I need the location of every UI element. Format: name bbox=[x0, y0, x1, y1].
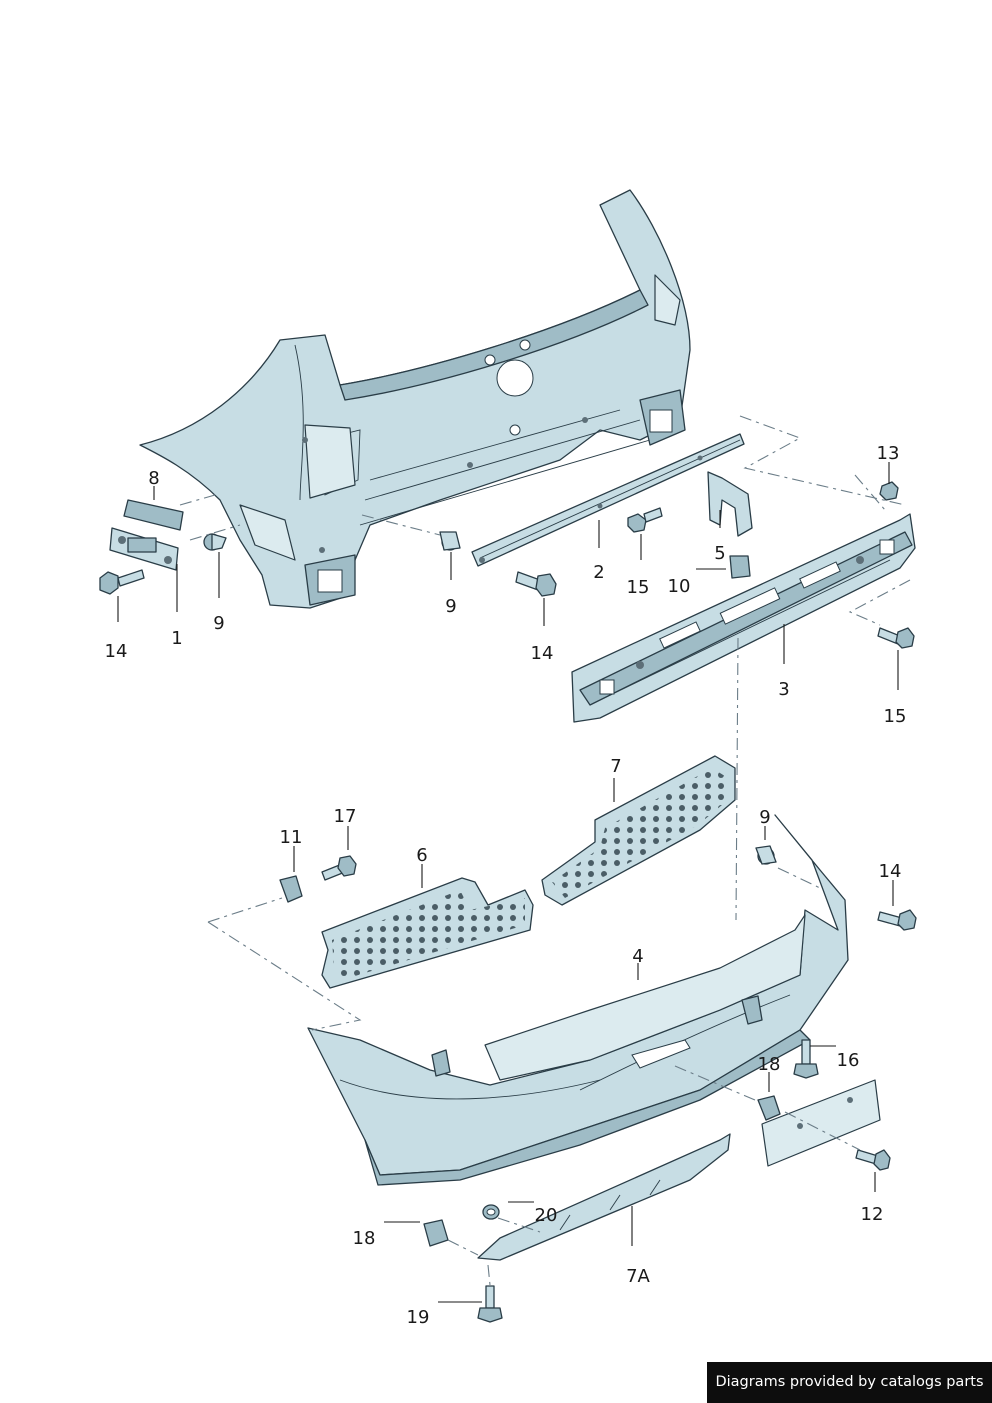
screw-17 bbox=[321, 855, 357, 881]
energy-absorber-right bbox=[541, 755, 736, 906]
clip-9-left bbox=[203, 533, 227, 551]
callout-7a: 7A bbox=[626, 1266, 650, 1287]
callout-16: 16 bbox=[837, 1050, 860, 1071]
callout-14: 14 bbox=[879, 861, 902, 882]
clip-9-center bbox=[439, 531, 461, 551]
callout-9: 9 bbox=[759, 807, 770, 828]
callout-9: 9 bbox=[213, 613, 224, 634]
energy-absorber-left bbox=[321, 877, 534, 989]
impact-bar bbox=[571, 513, 916, 723]
leader-lines bbox=[117, 462, 899, 1303]
screw-19 bbox=[477, 1285, 503, 1323]
rear-body-panel bbox=[139, 189, 691, 609]
callout-7: 7 bbox=[610, 756, 621, 777]
clip-18-lower bbox=[423, 1219, 449, 1247]
clip-18-upper bbox=[757, 1095, 781, 1121]
bracket-5 bbox=[707, 471, 753, 537]
bolt-14-left bbox=[99, 569, 145, 595]
callout-18: 18 bbox=[353, 1228, 376, 1249]
callout-3: 3 bbox=[778, 679, 789, 700]
screw-16 bbox=[793, 1039, 819, 1079]
callout-8: 8 bbox=[148, 468, 159, 489]
nut-13 bbox=[879, 481, 899, 501]
callout-15: 15 bbox=[627, 577, 650, 598]
callout-19: 19 bbox=[407, 1307, 430, 1328]
screw-12 bbox=[855, 1149, 891, 1171]
callout-2: 2 bbox=[593, 562, 604, 583]
lower-trim-panel bbox=[477, 1133, 731, 1261]
credit-banner: Diagrams provided by catalogs parts bbox=[707, 1362, 992, 1403]
callout-13: 13 bbox=[877, 443, 900, 464]
callout-5: 5 bbox=[714, 543, 725, 564]
callout-10: 10 bbox=[668, 576, 691, 597]
seal-strip bbox=[471, 433, 745, 567]
callout-17: 17 bbox=[334, 806, 357, 827]
callout-4: 4 bbox=[632, 946, 643, 967]
clip-10 bbox=[729, 555, 751, 579]
reflector-strip bbox=[123, 499, 184, 531]
license-plate-holder bbox=[761, 1079, 881, 1167]
bolt-15-upper bbox=[627, 507, 663, 533]
callout-12: 12 bbox=[861, 1204, 884, 1225]
callout-11: 11 bbox=[280, 827, 303, 848]
bolt-15-right bbox=[877, 627, 915, 649]
mounting-bracket-left bbox=[109, 527, 179, 571]
callout-6: 6 bbox=[416, 845, 427, 866]
assembly-lines bbox=[179, 415, 911, 1286]
callout-14: 14 bbox=[105, 641, 128, 662]
bolt-14-lower bbox=[877, 909, 917, 931]
clip-11 bbox=[279, 875, 303, 903]
callout-14: 14 bbox=[531, 643, 554, 664]
bolt-14-center bbox=[515, 571, 557, 597]
callout-9: 9 bbox=[445, 596, 456, 617]
callout-18: 18 bbox=[758, 1054, 781, 1075]
callout-labels: 8 1 9 14 9 14 2 15 10 5 13 3 15 7 17 11 … bbox=[105, 443, 907, 1328]
clip-9-lower bbox=[755, 845, 777, 865]
callout-15: 15 bbox=[884, 706, 907, 727]
callout-1: 1 bbox=[171, 628, 182, 649]
bumper-cover bbox=[307, 814, 849, 1186]
callout-20: 20 bbox=[535, 1205, 558, 1226]
grommet-20 bbox=[482, 1204, 500, 1220]
